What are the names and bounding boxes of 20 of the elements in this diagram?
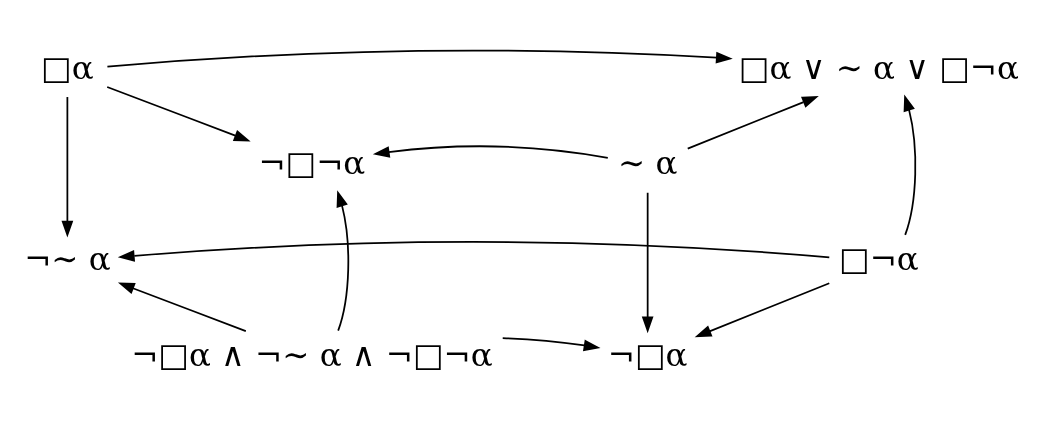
arrow xyxy=(694,281,831,337)
arrow xyxy=(641,191,654,333)
node-text: ¬∼ α xyxy=(24,239,111,278)
node-text: □¬α xyxy=(839,239,919,278)
arrow xyxy=(336,189,350,331)
arrow xyxy=(117,282,247,332)
arrow xyxy=(106,85,251,141)
arrow xyxy=(117,240,831,262)
arrow xyxy=(501,336,601,351)
arrow xyxy=(61,95,74,238)
node-text: ¬□¬α xyxy=(258,143,366,182)
node-text: ¬□α xyxy=(607,335,688,374)
arrow xyxy=(372,144,609,159)
node-text: □α ∨ ∼ α ∨ □¬α xyxy=(738,48,1019,87)
node-text: ¬□α ∧ ¬∼ α ∧ ¬□¬α xyxy=(131,335,493,374)
arrow xyxy=(106,49,733,68)
arrow xyxy=(903,93,917,236)
arrow xyxy=(686,95,819,149)
node-text: ∼ α xyxy=(618,143,678,182)
node-text: □α xyxy=(41,48,94,87)
